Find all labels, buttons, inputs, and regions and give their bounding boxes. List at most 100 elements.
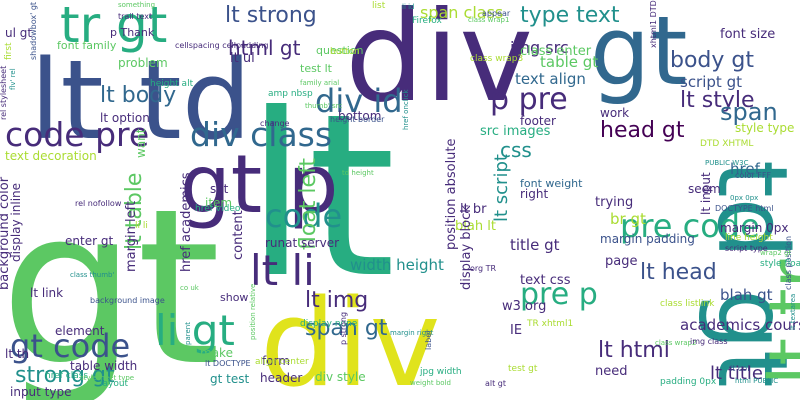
word: want <box>134 128 148 158</box>
tiny-word: li li <box>135 221 148 231</box>
word: question <box>316 44 364 57</box>
tiny-word: td height <box>342 169 374 177</box>
tiny-word: trail text <box>118 12 153 21</box>
word: margin padding <box>600 232 695 246</box>
tiny-word: family arial <box>300 79 340 87</box>
word: lt <box>245 66 396 328</box>
word: lt th <box>5 347 30 361</box>
word: page <box>605 254 638 269</box>
tiny-word: change <box>260 119 290 128</box>
word: text align <box>515 70 586 88</box>
word: position absolute <box>444 138 459 250</box>
word: lt body <box>100 83 177 108</box>
tiny-word: line height <box>725 233 773 243</box>
word: item <box>205 196 233 210</box>
word: table width <box>70 359 138 373</box>
word: title gt <box>510 236 560 254</box>
word: academics courses <box>680 316 800 334</box>
tiny-word: padding 0px <box>660 377 717 387</box>
word: div <box>260 275 441 400</box>
word: font weight <box>520 177 583 190</box>
tiny-word: lt textarea <box>789 293 797 330</box>
tiny-word: layout <box>100 379 129 389</box>
word: style type <box>735 121 795 135</box>
tiny-word: height alt <box>150 79 194 89</box>
word: header <box>260 371 303 385</box>
word: lt title <box>710 363 763 384</box>
word: footer <box>520 114 556 128</box>
word: work <box>600 106 630 120</box>
word: set <box>210 182 229 196</box>
word: make <box>200 346 233 360</box>
tiny-word: shadowbox' gt <box>29 1 38 60</box>
tiny-word: jpg width <box>420 367 462 377</box>
word: IE <box>510 323 523 338</box>
word: li gt <box>155 306 235 355</box>
tiny-word: thumb' src <box>305 102 343 110</box>
tiny-word: button <box>330 47 360 57</box>
word: text decoration <box>5 149 97 163</box>
word: lt img <box>305 288 369 313</box>
tiny-word: appear <box>482 9 511 18</box>
word: display block <box>459 205 474 290</box>
tiny-word: alt gt <box>485 379 507 388</box>
word: text css <box>520 273 571 288</box>
word: tr gt <box>60 0 168 54</box>
word: lt html <box>598 338 670 363</box>
word: enter gt <box>65 234 114 248</box>
word: element <box>55 324 105 338</box>
word: img src <box>510 38 569 57</box>
tiny-word: class wrap1 <box>468 16 510 24</box>
word: runat server <box>265 236 340 250</box>
tiny-word: href class <box>45 371 89 381</box>
word: div id <box>315 82 403 120</box>
word: html gt <box>228 36 301 60</box>
tiny-word: 0px 0px <box>730 194 759 202</box>
word: content <box>231 210 246 260</box>
tiny-word: lt DOCTYPE <box>205 359 251 368</box>
word: css <box>500 138 532 162</box>
word: class enter <box>520 44 592 59</box>
word: href academics <box>179 172 194 272</box>
tiny-word: background image <box>90 296 165 305</box>
tiny-word: position relative <box>249 283 257 340</box>
tiny-word: href onclick <box>402 89 410 130</box>
word: pre p <box>520 277 598 312</box>
tiny-word: flv' rel <box>9 68 17 90</box>
word: code pre <box>5 115 150 154</box>
tiny-word: margin right <box>390 329 434 337</box>
tiny-word: list <box>372 1 386 11</box>
tiny-word: weight bold <box>410 379 451 387</box>
word: div class <box>190 115 333 154</box>
word: div <box>345 0 534 130</box>
word: span <box>720 98 778 126</box>
word: w3 org <box>502 299 547 314</box>
tiny-word: class thumb' <box>70 271 115 279</box>
tiny-word: parent <box>184 322 192 345</box>
tiny-word: class wrap2 <box>655 339 697 347</box>
word: gt code <box>10 327 131 365</box>
tiny-word: class listlink <box>660 299 715 309</box>
word: body gt <box>670 48 754 73</box>
tiny-word: script type <box>725 244 768 253</box>
tiny-word: href video <box>195 204 241 214</box>
tiny-word: rel nofollow <box>75 199 122 208</box>
word: lt br <box>460 202 487 217</box>
tiny-word: PUBLIC W3C <box>705 159 749 167</box>
word: blah gt <box>720 286 773 304</box>
word: test lt <box>300 62 332 75</box>
word: need <box>595 364 628 379</box>
tiny-word: style float <box>760 259 800 269</box>
word: lt script <box>491 154 512 222</box>
tiny-word: lt col <box>730 364 750 373</box>
word: gt test <box>210 372 250 386</box>
word: font size <box>720 27 776 42</box>
word: lt td <box>30 36 252 164</box>
tiny-word: li id <box>402 3 415 11</box>
tiny-word: Firefox <box>412 16 442 26</box>
tiny-word: stylesheet type <box>80 374 135 382</box>
word: display inline <box>9 182 23 262</box>
word: br gt <box>610 210 646 228</box>
word: code <box>265 197 343 235</box>
word: lt link <box>30 286 64 300</box>
